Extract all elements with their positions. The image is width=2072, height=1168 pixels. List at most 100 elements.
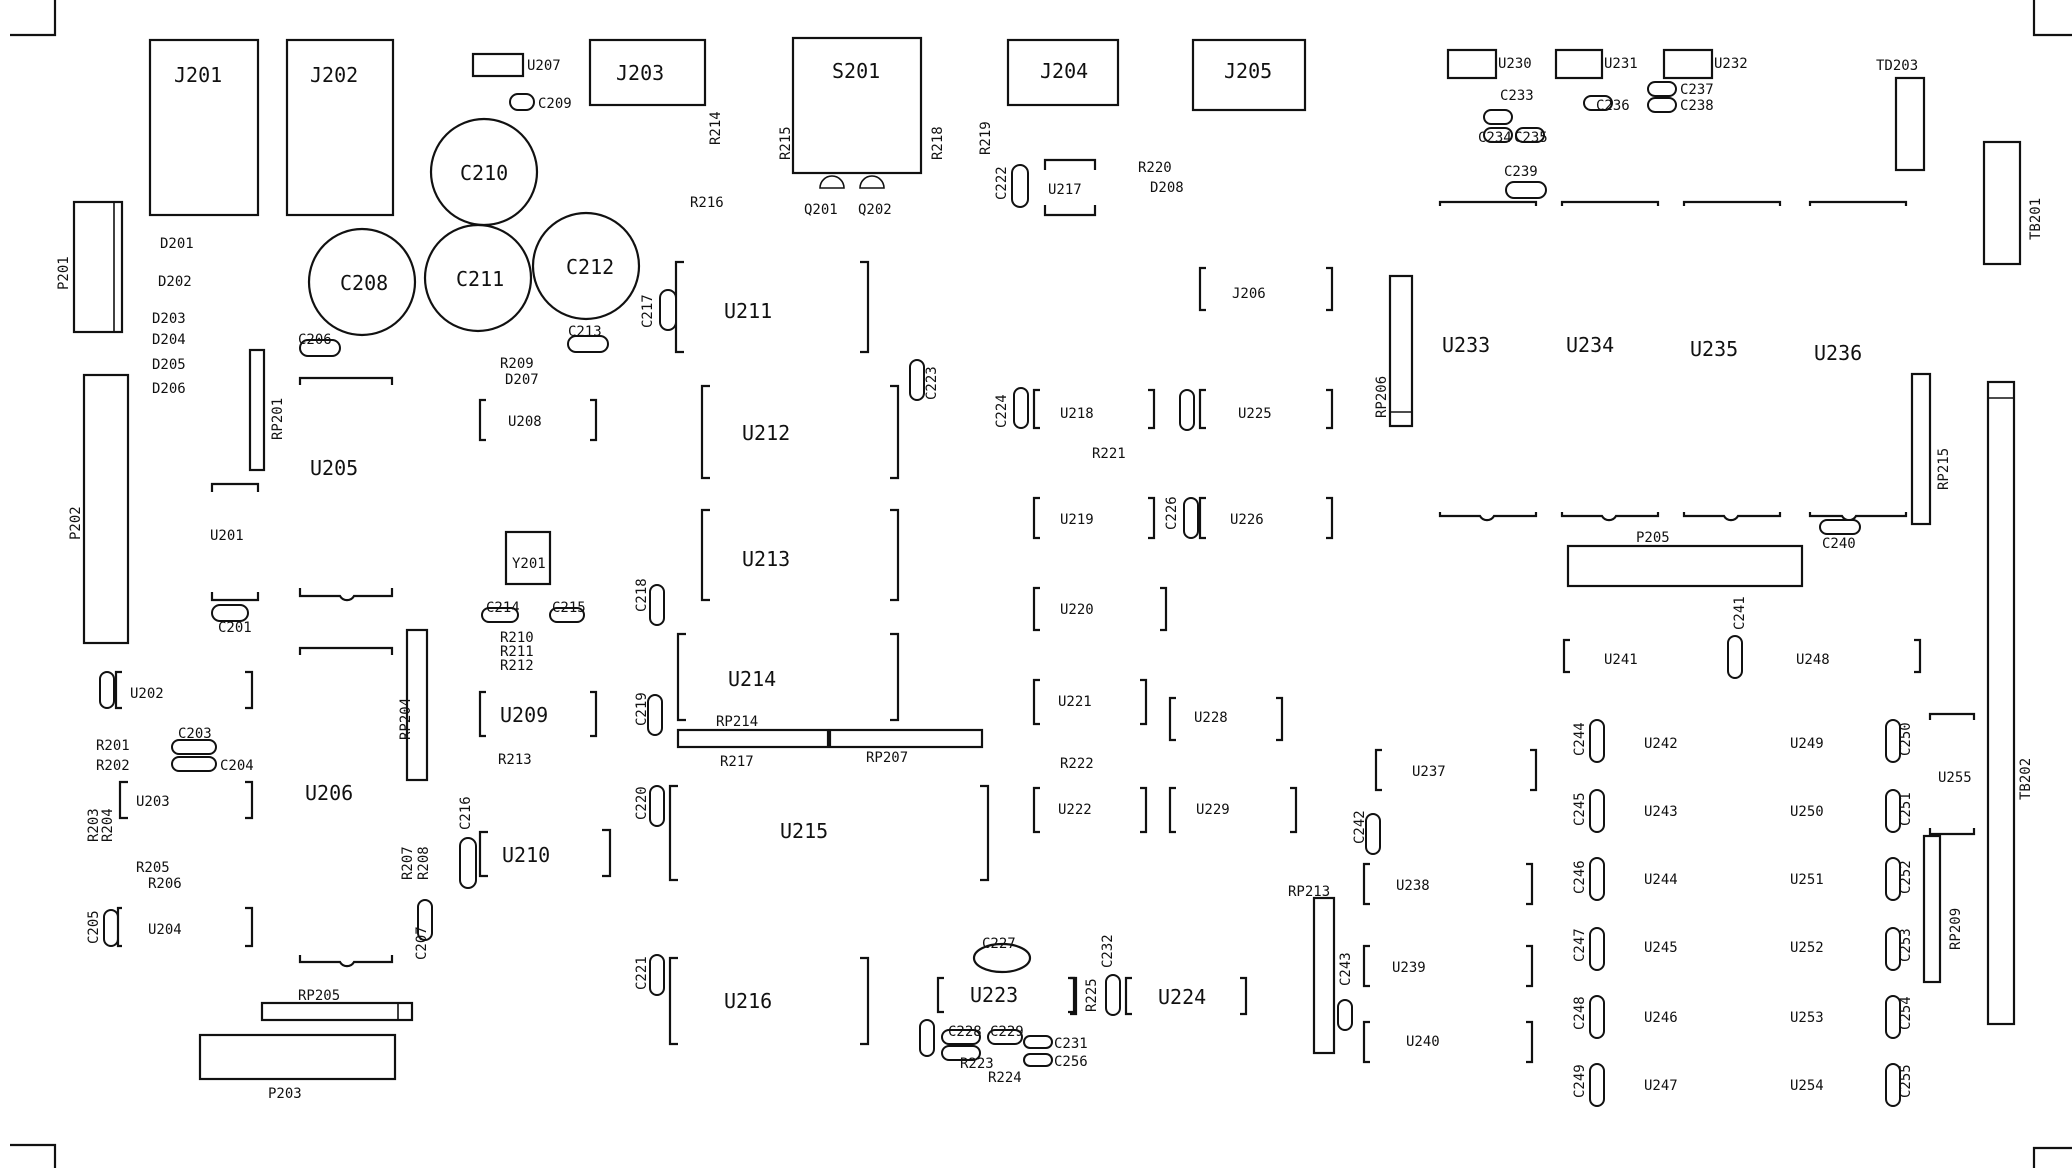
- cap-c224: C224: [994, 387, 1029, 429]
- ic-u206-top: [298, 646, 394, 655]
- ic-u205: U205: [310, 456, 358, 480]
- ic-u229: U229: [1168, 786, 1298, 834]
- connector-j206: J206: [1198, 266, 1334, 312]
- right-ic-grid: C244 U242 U249 C245 U243 U250 C246 U244 …: [1572, 719, 1824, 1107]
- label-r207: R207: [400, 846, 416, 880]
- svg-text:U212: U212: [742, 421, 790, 445]
- svg-text:U220: U220: [1060, 602, 1094, 618]
- svg-text:U237: U237: [1412, 764, 1446, 780]
- svg-text:C207: C207: [414, 926, 430, 960]
- svg-text:U238: U238: [1396, 878, 1430, 894]
- svg-text:RP205: RP205: [298, 988, 340, 1004]
- svg-text:Y201: Y201: [512, 556, 546, 572]
- label-r206: R206: [148, 876, 182, 892]
- cap-c236: C236: [1583, 95, 1630, 114]
- ic-u215: U215: [668, 784, 990, 882]
- label-r216: R216: [690, 195, 724, 211]
- ic-u230: U230: [1446, 48, 1532, 80]
- svg-text:RP206: RP206: [1374, 376, 1390, 418]
- cap-c220: C220: [634, 785, 665, 827]
- cap-c208: C208: [307, 227, 417, 337]
- svg-text:C229: C229: [990, 1024, 1024, 1040]
- label-r215: R215: [778, 126, 794, 160]
- cap-c238: C238: [1647, 97, 1714, 114]
- cap-c221: C221: [634, 954, 665, 996]
- cap-c232: C232: [1100, 934, 1121, 1016]
- svg-text:C220: C220: [634, 786, 650, 820]
- cap-c216: C216: [458, 796, 477, 889]
- svg-text:P205: P205: [1636, 530, 1670, 546]
- svg-text:J201: J201: [174, 63, 222, 87]
- label-c252: C252: [1898, 860, 1914, 894]
- cap-c245: [1589, 789, 1605, 833]
- cap-c209: C209: [509, 93, 572, 112]
- label-c253: C253: [1898, 928, 1914, 962]
- rpack-rp207: RP207: [828, 728, 984, 766]
- svg-text:U208: U208: [508, 414, 542, 430]
- cap-c241: C241: [1727, 596, 1748, 679]
- cap-c227: C227: [972, 936, 1032, 974]
- ic-u249: U249: [1790, 736, 1824, 752]
- svg-text:U210: U210: [502, 843, 550, 867]
- svg-text:C242: C242: [1352, 810, 1368, 844]
- label-r211: R211: [500, 644, 534, 660]
- label-c255: C255: [1898, 1064, 1914, 1098]
- svg-text:C216: C216: [458, 796, 474, 830]
- ic-u223: U223: [936, 976, 1076, 1014]
- label-d202: D202: [158, 274, 192, 290]
- label-d203: D203: [152, 311, 186, 327]
- label-d208: D208: [1150, 180, 1184, 196]
- svg-text:C221: C221: [634, 956, 650, 990]
- connector-j201: J201: [148, 38, 260, 217]
- ic-u235: U235: [1682, 200, 1782, 522]
- ic-u224: U224: [1124, 976, 1248, 1016]
- label-r223: R223: [960, 1056, 994, 1072]
- cap-c218: C218: [634, 578, 665, 626]
- svg-text:U240: U240: [1406, 1034, 1440, 1050]
- svg-text:U232: U232: [1714, 56, 1748, 72]
- ic-u255: U255: [1928, 712, 1976, 836]
- cap-c240: C240: [1819, 519, 1861, 552]
- label-r217: R217: [720, 754, 754, 770]
- svg-text:U228: U228: [1194, 710, 1228, 726]
- rpack-rp209: RP209: [1922, 834, 1964, 984]
- svg-text:C239: C239: [1504, 164, 1538, 180]
- svg-text:J206: J206: [1232, 286, 1266, 302]
- ic-u222: U222: [1032, 786, 1148, 834]
- label-r201: R201: [96, 738, 130, 754]
- cap-c223: C223: [909, 359, 940, 401]
- label-q202: Q202: [858, 202, 892, 218]
- cap-c226: C226: [1164, 496, 1199, 539]
- corner-mark-bottom-right: [2032, 1146, 2072, 1168]
- label-c247: C247: [1572, 928, 1588, 962]
- label-r203: R203: [86, 808, 102, 842]
- cap-c237: C237: [1647, 81, 1714, 98]
- ic-u208: U208: [478, 398, 598, 442]
- svg-text:C213: C213: [568, 324, 602, 340]
- rpack-rp205: RP205: [260, 988, 414, 1022]
- svg-text:U248: U248: [1796, 652, 1830, 668]
- svg-text:U231: U231: [1604, 56, 1638, 72]
- cap-c219: C219: [634, 692, 663, 736]
- label-d205: D205: [152, 357, 186, 373]
- cap-c248: [1589, 995, 1605, 1039]
- cap-c225b: [1179, 389, 1195, 431]
- svg-text:RP209: RP209: [1948, 908, 1964, 950]
- ic-u243: U243: [1644, 804, 1678, 820]
- svg-text:U255: U255: [1938, 770, 1972, 786]
- label-r214: R214: [708, 111, 724, 145]
- connector-j205: J205: [1191, 38, 1307, 112]
- right-cap-column: C250 C251 C252 C253 C254 C255: [1885, 719, 1914, 1107]
- svg-text:C232: C232: [1100, 934, 1116, 968]
- cap-c222: C222: [994, 164, 1029, 208]
- label-c205: C205: [86, 910, 102, 944]
- label-c250: C250: [1898, 722, 1914, 756]
- label-r212: R212: [500, 658, 534, 674]
- label-c254: C254: [1898, 996, 1914, 1030]
- label-c251: C251: [1898, 792, 1914, 826]
- label-r213: R213: [498, 752, 532, 768]
- svg-text:C210: C210: [460, 161, 508, 185]
- cap-c204: C204: [171, 756, 254, 774]
- svg-text:U223: U223: [970, 983, 1018, 1007]
